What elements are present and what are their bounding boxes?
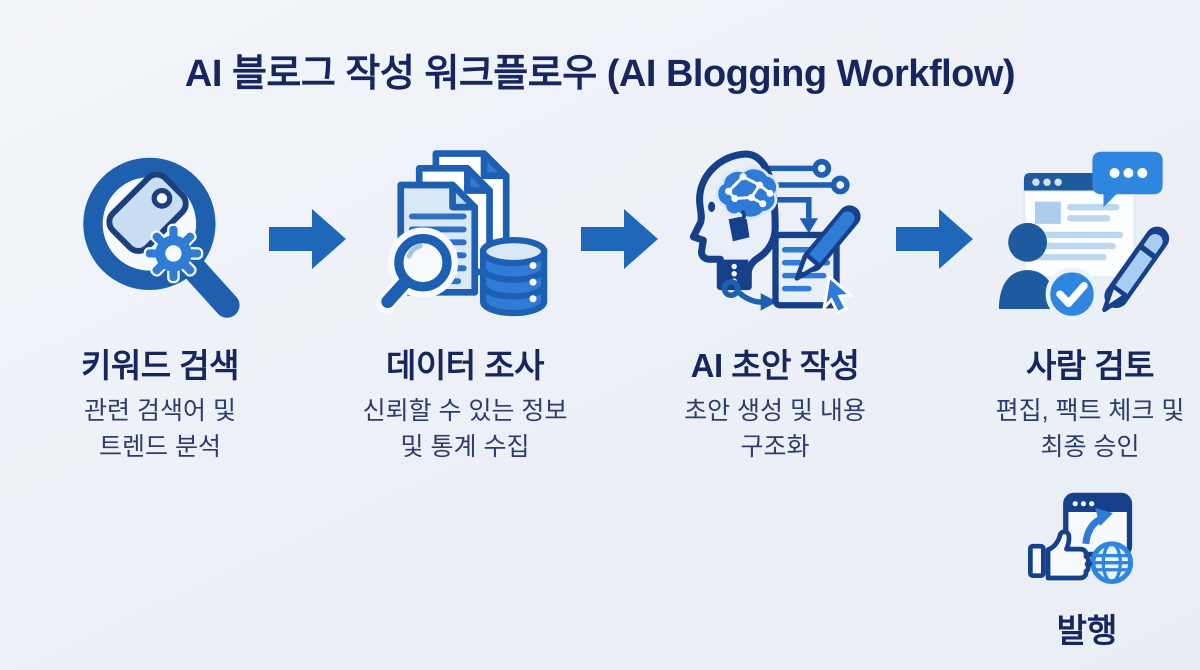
step-description: 신뢰할 수 있는 정보 및 통계 수집 — [362, 397, 568, 461]
thumbs-up-browser-globe-icon — [1023, 486, 1151, 604]
step-title: 키워드 검색 — [81, 347, 239, 384]
workflow-step-data-research: 데이터 조사 신뢰할 수 있는 정보 및 통계 수집 — [335, 148, 595, 465]
workflow-step-human-review: 사람 검토 편집, 팩트 체크 및 최종 승인 — [960, 148, 1200, 465]
publish-node: 발행 — [1002, 486, 1172, 652]
step-title: AI 초안 작성 — [690, 347, 860, 384]
flow-arrow-icon — [580, 206, 660, 272]
documents-magnifier-database-icon — [373, 148, 558, 333]
ai-head-circuit-document-pen-icon — [683, 148, 868, 333]
flow-arrow-icon — [268, 206, 348, 272]
keyword-search-magnifier-tag-gear-icon — [68, 148, 253, 333]
step-description: 초안 생성 및 내용 구조화 — [684, 397, 866, 461]
page-title: AI 블로그 작성 워크플로우 (AI Blogging Workflow) — [184, 53, 1016, 95]
step-title: 데이터 조사 — [386, 347, 544, 384]
step-description: 편집, 팩트 체크 및 최종 승인 — [995, 397, 1185, 461]
step-title: 사람 검토 — [1025, 347, 1155, 384]
person-check-browser-pencil-icon — [998, 148, 1183, 333]
workflow-step-ai-draft: AI 초안 작성 초안 생성 및 내용 구조화 — [645, 148, 905, 465]
publish-label: 발행 — [1056, 612, 1118, 649]
step-description: 관련 검색어 및 트렌드 분석 — [84, 397, 236, 461]
flow-arrow-icon — [895, 206, 975, 272]
workflow-step-keyword-search: 키워드 검색 관련 검색어 및 트렌드 분석 — [30, 148, 290, 465]
